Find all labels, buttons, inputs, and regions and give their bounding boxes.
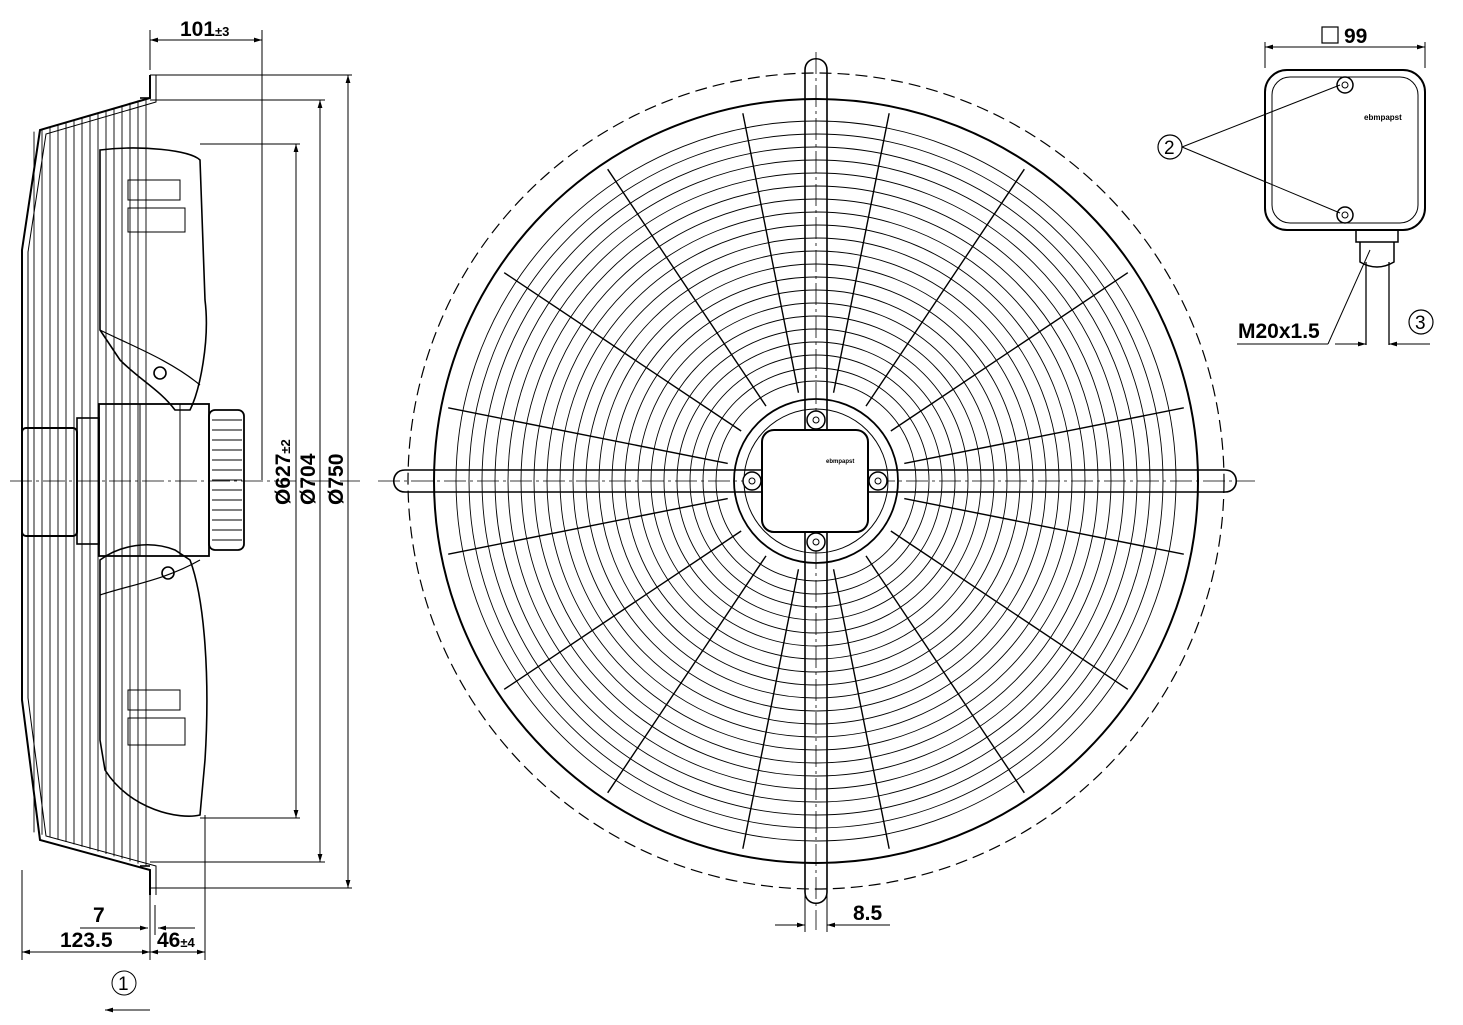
dim-inner-diameter: Ø704 bbox=[297, 453, 320, 505]
brand-labels: ebmpapst ebmpapst bbox=[826, 113, 1402, 465]
callout-cable: 3 bbox=[1415, 313, 1426, 334]
dim-impeller-diameter: Ø627±2 bbox=[272, 439, 295, 505]
callout-screws: 2 bbox=[1164, 138, 1175, 159]
dim-offset-small: 7 bbox=[93, 904, 105, 927]
dim-depth-total: 123.5 bbox=[60, 929, 113, 952]
dim-outer-diameter: Ø750 bbox=[325, 454, 348, 505]
callout-airflow: 1 bbox=[118, 974, 129, 995]
terminal-box bbox=[1157, 26, 1434, 347]
dim-cable-gland: M20x1.5 bbox=[1238, 320, 1320, 343]
dimension-labels: 101±3 Ø627±2 Ø704 Ø750 7 123.5 46±4 8.5 … bbox=[60, 18, 1426, 995]
side-view-dimensions bbox=[21, 30, 352, 1013]
hole-width-dimension bbox=[775, 895, 890, 932]
dim-hole-width: 8.5 bbox=[853, 902, 883, 925]
brand-label-hub: ebmpapst bbox=[826, 459, 854, 465]
dim-depth-hub: 46±4 bbox=[157, 929, 195, 952]
dim-box-square: 99 bbox=[1344, 25, 1367, 48]
dim-depth-top: 101±3 bbox=[180, 18, 229, 41]
front-view bbox=[378, 52, 1255, 930]
side-view bbox=[10, 75, 360, 895]
brand-label-box: ebmpapst bbox=[1364, 113, 1402, 122]
